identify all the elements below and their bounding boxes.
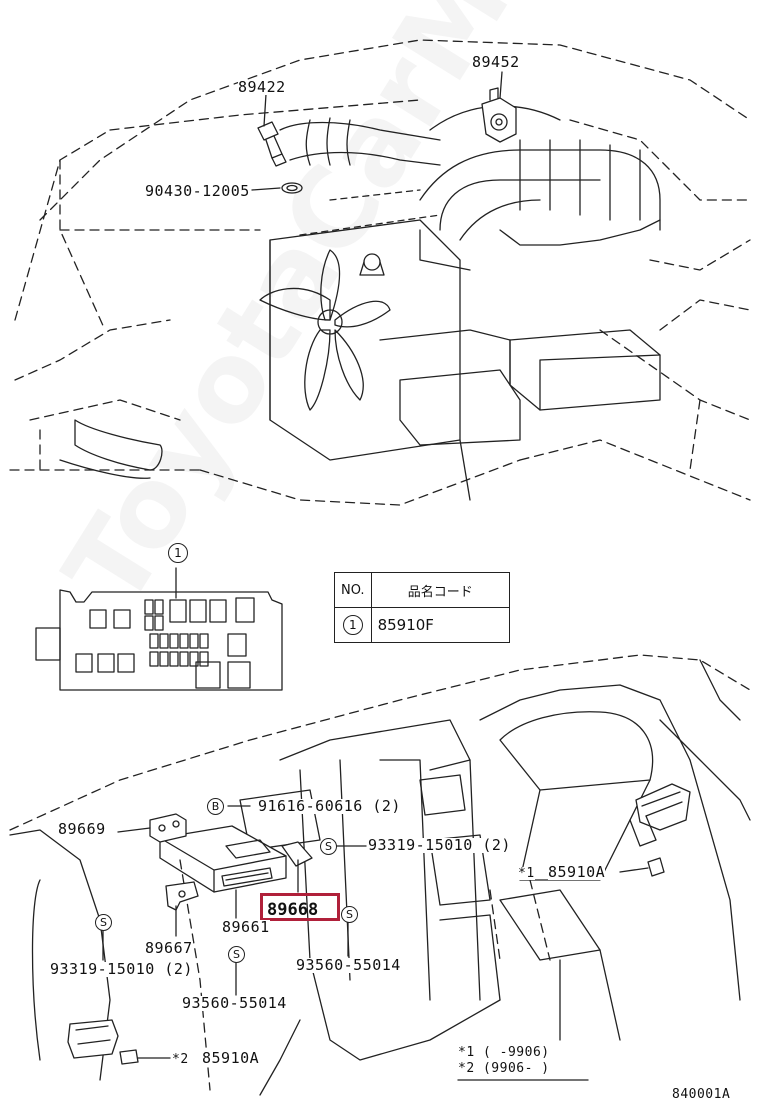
relay-box-drawing [35,567,283,691]
part-91616-label: 91616-60616 (2) [258,797,401,815]
mark-star-2: *2 [172,1052,189,1067]
table-row-number: 1 [342,615,363,635]
screw-symbol-s3: S [95,914,112,931]
part-code-table: NO. 品名コード 1 85910F [334,572,511,643]
part-89452-label: 89452 [472,53,520,71]
highlight-box-89668: 89668 [260,893,340,921]
part-93560b-label: 93560-55014 [182,994,287,1012]
part-89661-label: 89661 [222,918,270,936]
part-85910a-right-label: 85910A [548,863,606,881]
part-93560a-label: 93560-55014 [296,956,401,974]
dashboard-drawing [9,654,751,1096]
bolt-symbol-b: B [207,798,224,815]
part-85910a-left-label: 85910A [202,1049,260,1067]
part-89667-label: 89667 [145,939,193,957]
part-93319b-label: 93319-15010 (2) [50,960,193,978]
mark-star-1: *1 [518,866,535,881]
part-93319a-label: 93319-15010 (2) [368,836,511,854]
footnote-2: *2 (9906- ) [458,1061,550,1076]
callout-1-circle: 1 [168,543,188,563]
screw-symbol-s2: S [341,906,358,923]
table-header-code: 品名コード [370,572,511,608]
engine-compartment-drawing [9,39,751,506]
table-header-no: NO. [334,572,372,608]
figure-code: 840001A [672,1087,731,1102]
part-89669-label: 89669 [58,820,106,838]
screw-symbol-s4: S [228,946,245,963]
table-row-code: 85910F [370,607,511,643]
part-89422-label: 89422 [238,78,286,96]
part-89668-label: 89668 [267,900,319,920]
part-90430-label: 90430-12005 [145,182,250,200]
footnote-1: *1 ( -9906) [458,1045,550,1060]
screw-symbol-s1: S [320,838,337,855]
